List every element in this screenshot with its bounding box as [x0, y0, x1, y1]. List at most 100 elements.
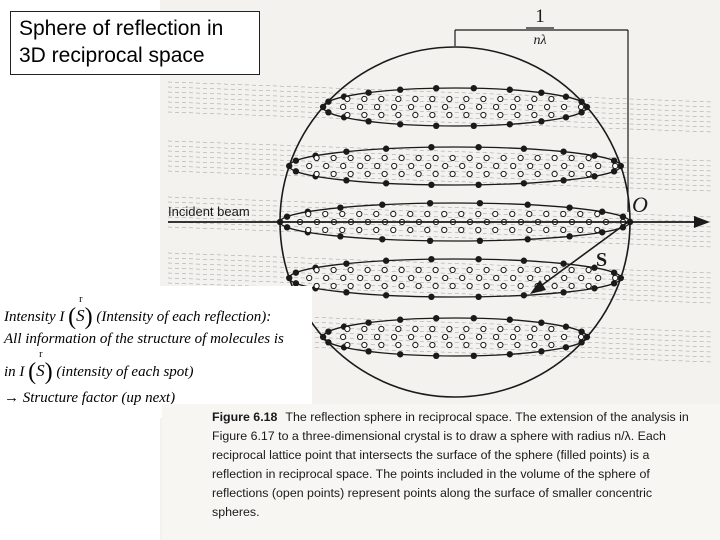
- structure-factor-text: Structure factor (up next): [22, 390, 176, 406]
- open-lattice-point: [534, 154, 541, 162]
- open-lattice-point: [585, 170, 592, 178]
- open-lattice-point: [344, 325, 351, 333]
- filled-reflection-point: [578, 109, 585, 116]
- open-lattice-point: [374, 274, 381, 282]
- open-lattice-point: [551, 154, 558, 162]
- open-lattice-point: [398, 154, 405, 162]
- open-lattice-point: [313, 266, 320, 274]
- close-paren: ): [84, 304, 93, 330]
- open-lattice-point: [442, 274, 449, 282]
- open-lattice-point: [323, 274, 330, 282]
- filled-reflection-point: [560, 148, 567, 155]
- open-lattice-point: [560, 333, 568, 341]
- lattice-hatch-line: [167, 145, 713, 167]
- open-lattice-point: [466, 170, 473, 178]
- filled-reflection-point: [283, 213, 291, 220]
- open-lattice-point: [526, 210, 533, 218]
- filled-reflection-point: [475, 293, 482, 301]
- open-lattice-point: [442, 162, 449, 170]
- open-lattice-point: [381, 170, 388, 178]
- open-lattice-point: [322, 226, 329, 234]
- open-lattice-point: [476, 274, 483, 282]
- open-lattice-point: [357, 274, 364, 282]
- filled-reflection-point: [599, 229, 606, 236]
- open-lattice-point: [534, 170, 541, 178]
- filled-reflection-point: [343, 289, 350, 296]
- open-lattice-point: [373, 103, 381, 111]
- open-lattice-point: [347, 282, 354, 290]
- open-lattice-point: [548, 95, 555, 103]
- filled-reflection-point: [470, 352, 477, 360]
- open-lattice-point: [330, 154, 337, 162]
- filled-reflection-point: [591, 285, 598, 292]
- open-lattice-point: [424, 103, 432, 111]
- open-lattice-point: [585, 282, 592, 290]
- open-lattice-point: [612, 274, 619, 282]
- filled-reflection-point: [560, 289, 567, 296]
- open-lattice-point: [381, 266, 388, 274]
- filled-reflection-point: [382, 257, 390, 264]
- open-paren: (: [28, 359, 37, 385]
- open-lattice-point: [347, 266, 354, 274]
- open-lattice-point: [492, 333, 500, 341]
- incident-beam-arrowhead: [694, 216, 710, 228]
- open-lattice-point: [415, 154, 422, 162]
- open-lattice-point: [357, 162, 364, 170]
- open-lattice-point: [305, 226, 312, 234]
- lattice-hatch-line: [167, 111, 713, 133]
- filled-reflection-point: [610, 168, 618, 175]
- filled-reflection-point: [538, 89, 545, 96]
- filled-reflection-point: [337, 233, 344, 240]
- open-lattice-point: [527, 162, 534, 170]
- lattice-hatch-line: [167, 262, 713, 284]
- open-lattice-point: [483, 282, 490, 290]
- filled-reflection-point: [428, 293, 435, 301]
- open-lattice-point: [544, 162, 551, 170]
- lattice-hatch-line: [167, 165, 713, 187]
- vector-s: S: [76, 306, 85, 325]
- filled-reflection-point: [365, 89, 372, 96]
- filled-reflection-point: [538, 118, 545, 125]
- filled-reflection-point: [562, 93, 570, 100]
- filled-reflection-point: [337, 204, 344, 211]
- open-lattice-point: [463, 325, 470, 333]
- filled-reflection-point: [292, 168, 300, 175]
- filled-reflection-point: [325, 98, 332, 105]
- open-lattice-point: [480, 325, 487, 333]
- open-lattice-point: [475, 226, 482, 234]
- lattice-hatch-line: [167, 140, 713, 162]
- scattering-vector-label: S: [596, 249, 607, 271]
- scattering-vector-line: [537, 221, 629, 289]
- open-lattice-point: [361, 111, 368, 119]
- open-lattice-point: [585, 154, 592, 162]
- open-lattice-point: [517, 154, 524, 162]
- filled-reflection-point: [428, 143, 435, 151]
- open-lattice-point: [313, 282, 320, 290]
- open-lattice-point: [492, 103, 500, 111]
- open-lattice-point: [492, 210, 499, 218]
- open-lattice-point: [466, 266, 473, 274]
- filled-reflection-point: [476, 237, 484, 245]
- figure-label: Figure 6.18: [212, 410, 278, 424]
- lattice-hatch-line: [167, 96, 713, 118]
- open-lattice-point: [493, 162, 500, 170]
- filled-reflection-point: [475, 181, 482, 189]
- open-lattice-point: [446, 95, 453, 103]
- open-lattice-point: [551, 266, 558, 274]
- open-lattice-point: [412, 95, 419, 103]
- filled-reflection-point: [583, 333, 591, 341]
- open-lattice-point: [466, 282, 473, 290]
- filled-reflection-point: [520, 257, 528, 264]
- open-lattice-point: [378, 341, 385, 349]
- open-lattice-point: [476, 162, 483, 170]
- open-lattice-point: [458, 333, 466, 341]
- open-lattice-point: [514, 325, 521, 333]
- lattice-hatch-line: [167, 81, 713, 103]
- filled-reflection-point: [397, 121, 404, 128]
- filled-reflection-point: [433, 314, 440, 322]
- open-lattice-point: [344, 95, 351, 103]
